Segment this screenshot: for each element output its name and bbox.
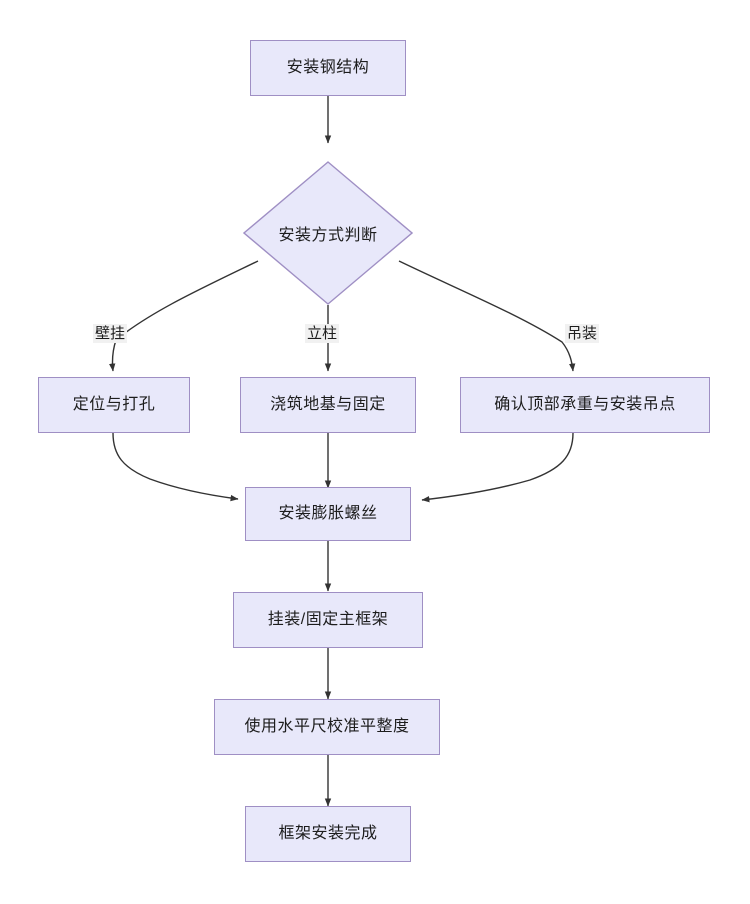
edge-n2-n5 xyxy=(398,260,576,372)
node-position-and-drill[interactable]: 定位与打孔 xyxy=(38,377,190,433)
edge-label-post: 立柱 xyxy=(305,324,340,344)
node-confirm-top-load-and-install-lifting-points[interactable]: 确认顶部承重与安装吊点 xyxy=(460,377,710,433)
node-installation-method-decision[interactable]: 安装方式判断 xyxy=(243,161,413,305)
node-install-expansion-bolts[interactable]: 安装膨胀螺丝 xyxy=(245,487,411,541)
edge-label-wall-mount: 壁挂 xyxy=(93,324,128,344)
node-label: 框架安装完成 xyxy=(278,825,378,843)
node-level-with-spirit-level[interactable]: 使用水平尺校准平整度 xyxy=(214,699,440,755)
node-label: 安装方式判断 xyxy=(278,227,378,244)
node-mount-fix-main-frame[interactable]: 挂装/固定主框架 xyxy=(233,592,423,648)
node-label: 确认顶部承重与安装吊点 xyxy=(494,396,676,414)
node-label: 安装膨胀螺丝 xyxy=(278,505,378,523)
diamond-icon xyxy=(243,161,413,305)
node-label: 安装钢结构 xyxy=(286,59,370,77)
edge-n3-n6 xyxy=(112,432,239,502)
edge-label-hoist: 吊装 xyxy=(565,324,600,344)
node-frame-installation-complete[interactable]: 框架安装完成 xyxy=(245,806,411,862)
node-label: 使用水平尺校准平整度 xyxy=(244,718,410,736)
node-label: 挂装/固定主框架 xyxy=(267,611,389,629)
node-label: 浇筑地基与固定 xyxy=(270,396,386,414)
node-pour-foundation-and-fix[interactable]: 浇筑地基与固定 xyxy=(240,377,416,433)
node-label: 定位与打孔 xyxy=(72,396,156,414)
node-install-steel-structure[interactable]: 安装钢结构 xyxy=(250,40,406,96)
edge-n5-n6 xyxy=(421,432,574,503)
edge-n2-n3 xyxy=(108,260,259,372)
